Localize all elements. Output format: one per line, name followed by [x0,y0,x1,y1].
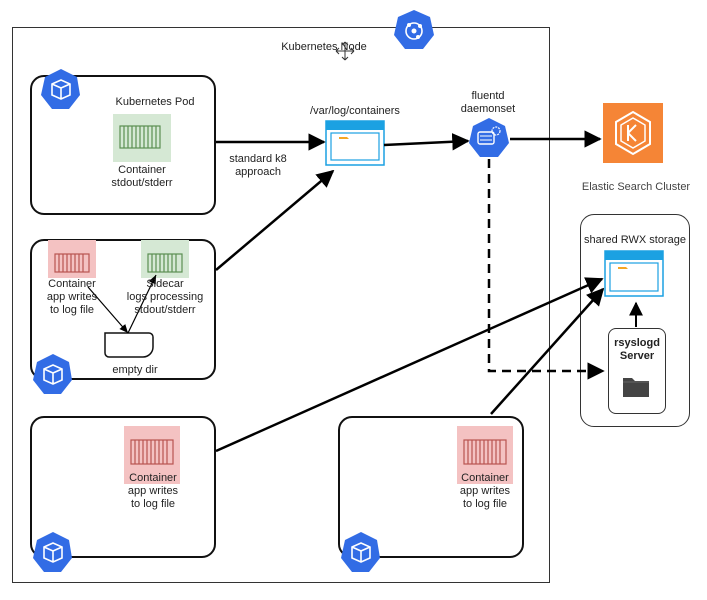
elastic-search-icon [603,103,663,163]
fluentd-icon [469,118,509,157]
pod4-container-sublabel-2: to log file [462,498,508,510]
shared-storage-label: shared RWX storage [584,234,686,246]
shared-storage-box[interactable] [580,214,690,427]
rsyslogd-label: rsyslogd [614,337,660,349]
pod1-title: Kubernetes Pod [115,96,195,108]
pod2-container-sublabel-2: to log file [49,304,95,316]
container-pod1[interactable] [113,114,171,162]
fluentd-sublabel: daemonset [460,103,516,115]
arrow-app-to-emptydir [87,286,129,334]
arrow-varlog-to-fluentd [383,133,470,151]
kubernetes-node-icon [394,10,434,49]
edge-label-standard: standard k8 [229,153,287,165]
pod2-container-label: Container [48,278,96,290]
sidecar-sublabel: logs processing [126,291,204,303]
container-pod4[interactable] [457,426,513,484]
pod3-container-sublabel-2: to log file [130,498,176,510]
move-cursor-icon [335,41,355,61]
pod-2[interactable] [30,239,216,380]
shared-storage-icon [604,250,664,297]
pod4-container-label: Container [461,472,509,484]
fluentd-label: fluentd [471,90,505,102]
container-pod3-icon [130,439,174,465]
pod3-container-sublabel: app writes [127,485,179,497]
pod1-container-label: Container [118,164,166,176]
kubernetes-pod-icon [33,354,72,394]
sidecar-icon [147,253,183,273]
pod2-container-sublabel: app writes [46,291,98,303]
kubernetes-node-frame [12,27,550,583]
pod-4[interactable] [338,416,524,558]
arrow-pod3-to-storage [215,277,604,453]
arrow-sidecar-to-varlog [215,169,335,271]
kubernetes-pod-icon [341,532,380,572]
sidecar-sublabel-2: stdout/stderr [134,304,196,316]
rsyslogd-sublabel: Server [619,350,655,362]
container-pod1-icon [119,125,161,149]
kubernetes-pod-icon [33,532,72,572]
pod-3[interactable] [30,416,216,558]
kubernetes-pod-icon [41,69,80,109]
elastic-search-label: Elastic Search Cluster [581,181,691,193]
container-pod4-icon [463,439,507,465]
pod4-container-sublabel: app writes [459,485,511,497]
pod-1[interactable] [30,75,216,215]
empty-dir-label: empty dir [112,364,158,376]
container-pod3[interactable] [124,426,180,484]
var-log-containers-label: /var/log/containers [310,105,400,117]
rsyslogd-server-box[interactable] [608,328,666,414]
empty-dir-shape [104,332,154,358]
pod1-container-sublabel: stdout/stderr [111,177,173,189]
arrow-fluentd-to-rsyslog [487,159,605,380]
folder-icon [623,378,649,397]
pod3-container-label: Container [129,472,177,484]
edge-label-approach: approach [235,166,281,178]
container-pod2-icon [54,253,90,273]
sidecar-label: Sidecar [146,278,184,290]
arrow-emptydir-to-sidecar [127,274,157,334]
arrow-pod4-to-storage [490,287,605,415]
var-log-containers-icon [325,120,385,166]
